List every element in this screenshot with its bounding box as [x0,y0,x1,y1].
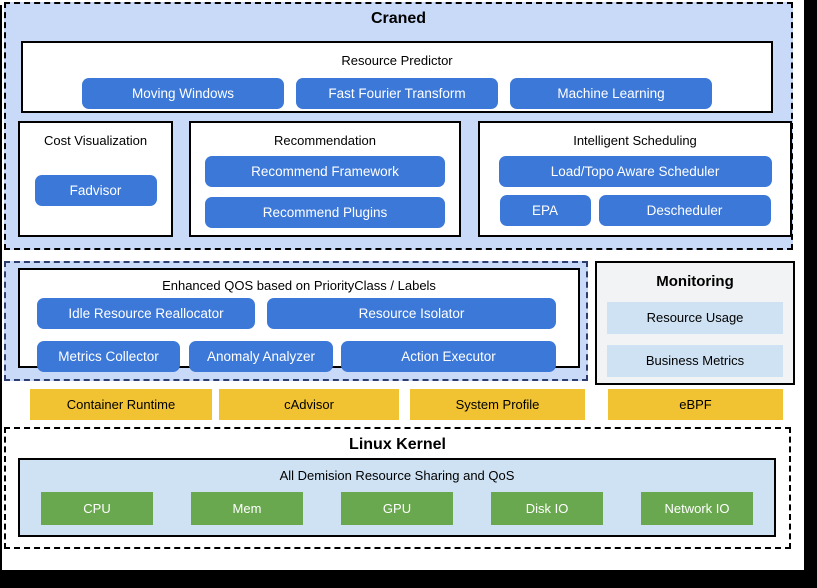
module-action-executor: Action Executor [341,341,556,372]
monitoring-title: Monitoring [656,273,734,290]
craned-title: Craned [370,10,427,27]
resource-mem: Mem [191,492,303,525]
monitoring-item-resource-usage: Resource Usage [607,302,783,334]
cost-visualization-title: Cost Visualization [43,133,148,148]
module-descheduler: Descheduler [598,195,771,226]
module-metrics-collector: Metrics Collector [37,341,180,372]
recommendation-box: Recommendation Recommend Framework Recom… [189,121,461,237]
kernel-resource-sharing-box: All Demision Resource Sharing and QoS CP… [18,458,776,537]
frame-left-bar [0,5,2,570]
module-fadvisor: Fadvisor [34,175,157,206]
resource-predictor-box: Resource Predictor Moving Windows Fast F… [21,41,773,113]
linux-kernel-section: Linux Kernel All Demision Resource Shari… [4,427,791,549]
module-moving-windows: Moving Windows [82,78,284,109]
cost-visualization-box: Cost Visualization Fadvisor [18,121,173,237]
qos-section: Enhanced QOS based on PriorityClass / La… [4,261,588,381]
module-recommend-plugins: Recommend Plugins [205,197,445,228]
agent-container-runtime: Container Runtime [30,389,212,420]
frame-right-bar [804,0,817,588]
resource-cpu: CPU [41,492,153,525]
recommendation-title: Recommendation [274,133,376,148]
agent-cadvisor: cAdvisor [219,389,399,420]
monitoring-box: Monitoring Resource Usage Business Metri… [595,261,795,385]
resource-disk-io: Disk IO [491,492,603,525]
intelligent-scheduling-row: EPA Descheduler [480,195,790,226]
resource-network-io: Network IO [641,492,753,525]
linux-kernel-title: Linux Kernel [349,436,446,453]
qos-box: Enhanced QOS based on PriorityClass / La… [18,268,580,372]
intelligent-scheduling-box: Intelligent Scheduling Load/Topo Aware S… [478,121,792,237]
module-fast-fourier-transform: Fast Fourier Transform [296,78,498,109]
intelligent-scheduling-title: Intelligent Scheduling [573,133,697,148]
module-recommend-framework: Recommend Framework [205,156,445,187]
kernel-resource-row: CPU Mem GPU Disk IO Network IO [20,492,774,525]
module-idle-resource-reallocator: Idle Resource Reallocator [37,298,255,329]
craned-section: Craned Resource Predictor Moving Windows… [4,2,793,250]
agent-system-profile: System Profile [410,389,585,420]
qos-row-2: Metrics Collector Anomaly Analyzer Actio… [37,341,578,372]
resource-gpu: GPU [341,492,453,525]
monitoring-item-business-metrics: Business Metrics [607,345,783,377]
agent-ebpf: eBPF [608,389,783,420]
frame-bottom-bar [0,570,817,588]
kernel-resource-sharing-title: All Demision Resource Sharing and QoS [279,468,515,483]
module-anomaly-analyzer: Anomaly Analyzer [189,341,333,372]
module-load-topo-aware-scheduler: Load/Topo Aware Scheduler [498,156,772,187]
module-machine-learning: Machine Learning [510,78,712,109]
module-resource-isolator: Resource Isolator [267,298,556,329]
resource-predictor-title: Resource Predictor [341,53,453,68]
qos-row-1: Idle Resource Reallocator Resource Isola… [37,298,578,329]
module-epa: EPA [499,195,591,226]
resource-predictor-row: Moving Windows Fast Fourier Transform Ma… [23,78,771,109]
qos-title: Enhanced QOS based on PriorityClass / La… [162,278,436,293]
